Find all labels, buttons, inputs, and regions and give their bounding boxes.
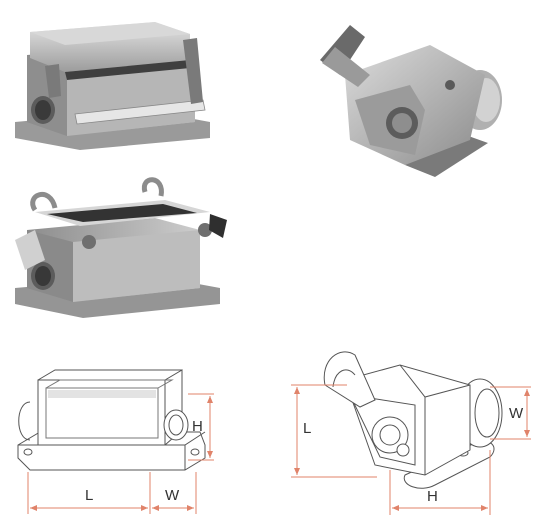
hood-height-label: H xyxy=(427,488,438,505)
hood-width-label: W xyxy=(509,405,524,422)
bulkhead-height-label: H xyxy=(192,418,203,435)
bulkhead-width-label: W xyxy=(165,487,180,504)
bulkhead-length-label: L xyxy=(85,487,93,504)
housing-with-cover-photo xyxy=(15,22,210,150)
hood-with-lever-photo xyxy=(320,25,502,177)
hood-length-label: L xyxy=(303,420,311,437)
hood-dimension-drawing: L W H xyxy=(291,351,531,515)
bulkhead-housing-photo xyxy=(15,177,227,318)
bulkhead-dimension-drawing: H L W xyxy=(17,369,214,514)
